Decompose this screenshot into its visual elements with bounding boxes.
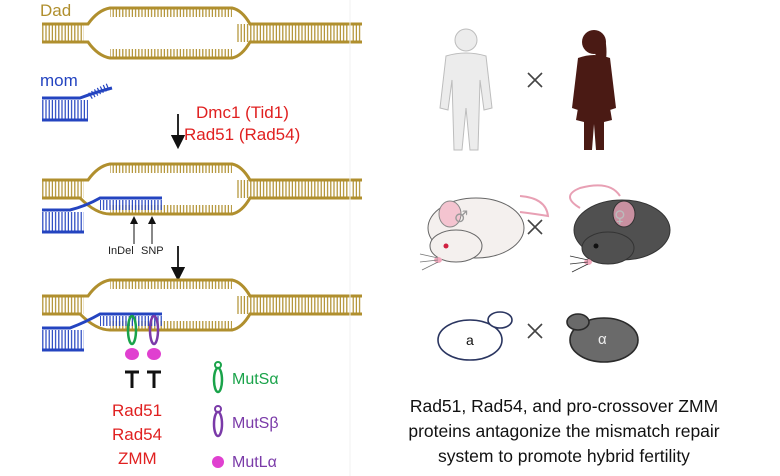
invasion-duplex <box>42 162 362 244</box>
caption: Rad51, Rad54, and pro-crossover ZMM prot… <box>352 394 776 469</box>
human-male-icon <box>439 28 493 151</box>
step1-line1: Dmc1 (Tid1) <box>196 103 289 122</box>
svg-text:♂: ♂ <box>454 207 468 226</box>
mouse-female-icon: ♀ <box>569 184 671 273</box>
legend-mutlalpha: MutLα <box>232 454 277 471</box>
mom-label: mom <box>40 71 78 90</box>
cross-icon-humans <box>527 72 543 88</box>
caption-line-3: system to promote hybrid fertility <box>438 446 690 466</box>
factor-rad51: Rad51 <box>112 401 163 420</box>
mutlalpha-on-dna-1 <box>125 348 139 360</box>
caption-line-1: Rad51, Rad54, and pro-crossover ZMM <box>409 396 719 416</box>
factor-zmm: ZMM <box>118 449 157 468</box>
step1-line2: Rad51 (Rad54) <box>184 125 301 144</box>
legend-mutsalpha: MutSα <box>232 371 279 388</box>
inhibition-bar-1 <box>125 370 139 388</box>
yeast-alpha-label: α <box>598 331 607 348</box>
mutsalpha-on-dna <box>126 314 138 346</box>
yeast-alpha-icon <box>566 313 639 363</box>
factor-rad54: Rad54 <box>112 425 163 444</box>
inhibition-bar-2 <box>147 370 161 388</box>
human-female-icon <box>572 30 616 150</box>
legend-glyphs <box>212 361 224 468</box>
mom-strand-top <box>42 82 113 122</box>
dad-duplex-top <box>42 6 362 60</box>
cross-icon-yeast <box>527 323 543 339</box>
indel-label: InDel <box>108 245 134 257</box>
snp-label: SNP <box>141 245 164 257</box>
svg-text:♀: ♀ <box>614 207 626 226</box>
mouse-male-icon: ♂ <box>419 195 550 271</box>
yeast-a-label: a <box>466 332 474 348</box>
mutsbeta-on-dna <box>148 314 160 346</box>
dad-label: Dad <box>40 1 72 20</box>
mutlalpha-on-dna-2 <box>147 348 161 360</box>
mismatch-duplex <box>42 278 362 388</box>
caption-line-2: proteins antagonize the mismatch repair <box>408 421 720 441</box>
cross-icon-mice <box>527 219 543 235</box>
legend-mutsbeta: MutSβ <box>232 415 279 432</box>
yeast-a-icon <box>437 311 513 361</box>
